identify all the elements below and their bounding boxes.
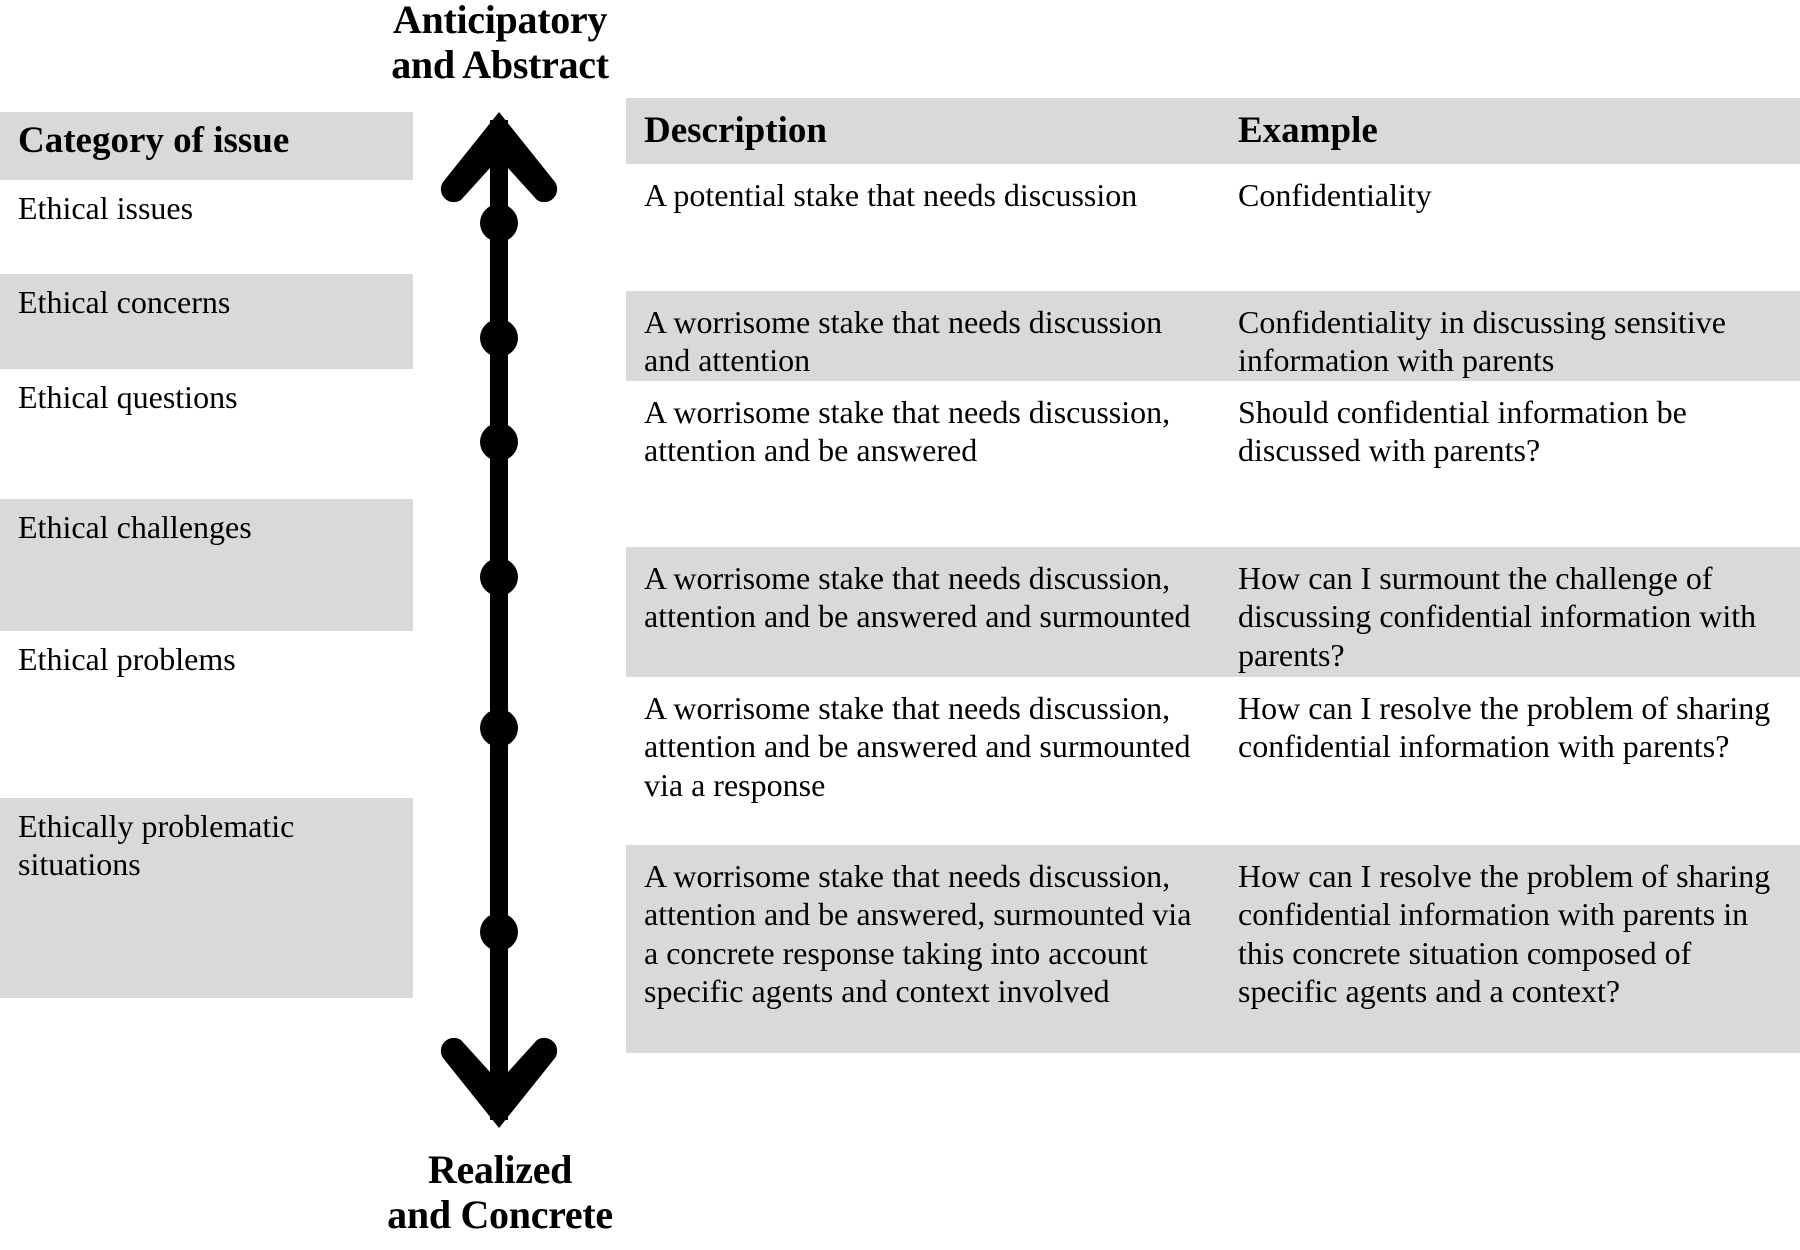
category-column: Category of issue Ethical issues Ethical… bbox=[0, 112, 413, 998]
category-row-label: Ethical challenges bbox=[18, 509, 252, 545]
cell-description: A potential stake that needs discussion bbox=[644, 177, 1138, 213]
category-row-label: Ethical problems bbox=[18, 641, 236, 677]
continuum-node bbox=[480, 913, 518, 951]
continuum-node bbox=[480, 204, 518, 242]
cell-example: How can I resolve the problem of sharing… bbox=[1238, 858, 1771, 1010]
category-row-label: Ethical concerns bbox=[18, 284, 231, 320]
axis-label-top: Anticipatory and Abstract bbox=[240, 0, 760, 88]
axis-label-top-line1: Anticipatory bbox=[392, 0, 608, 42]
table-row[interactable]: A worrisome stake that needs discussion,… bbox=[626, 381, 1800, 547]
category-row-label: Ethically problematic situations bbox=[18, 808, 295, 882]
category-row-ethical-questions[interactable]: Ethical questions bbox=[0, 369, 413, 499]
category-row-ethical-issues[interactable]: Ethical issues bbox=[0, 180, 413, 274]
category-row-ethical-problems[interactable]: Ethical problems bbox=[0, 631, 413, 798]
axis-label-top-line2: and Abstract bbox=[391, 41, 609, 87]
cell-example: Should confidential information be discu… bbox=[1238, 394, 1687, 469]
cell-example: How can I resolve the problem of sharing… bbox=[1238, 690, 1771, 765]
category-row-ethical-challenges[interactable]: Ethical challenges bbox=[0, 499, 413, 631]
table-row[interactable]: A worrisome stake that needs discussion,… bbox=[626, 677, 1800, 845]
table-row[interactable]: A worrisome stake that needs discussion,… bbox=[626, 845, 1800, 1053]
continuum-node bbox=[480, 558, 518, 596]
category-column-header-label: Category of issue bbox=[18, 120, 290, 161]
category-row-label: Ethical issues bbox=[18, 190, 194, 226]
cell-description: A worrisome stake that needs discussion,… bbox=[644, 560, 1191, 635]
continuum-node bbox=[480, 319, 518, 357]
axis-label-bottom-line2: and Concrete bbox=[387, 1191, 613, 1237]
continuum-node bbox=[480, 423, 518, 461]
continuum-node bbox=[480, 709, 518, 747]
table-row[interactable]: A worrisome stake that needs discussion … bbox=[626, 291, 1800, 381]
category-row-ethically-problematic-situations[interactable]: Ethically problematic situations bbox=[0, 798, 413, 998]
double-headed-arrow-icon bbox=[440, 112, 558, 1128]
axis-label-bottom-line1: Realized bbox=[427, 1147, 573, 1192]
column-header-example: Example bbox=[1238, 110, 1378, 151]
continuum-axis-arrow bbox=[400, 100, 600, 1140]
cell-description: A worrisome stake that needs discussion,… bbox=[644, 690, 1191, 803]
column-header-description: Description bbox=[644, 110, 827, 151]
cell-description: A worrisome stake that needs discussion,… bbox=[644, 858, 1192, 1010]
category-row-label: Ethical questions bbox=[18, 379, 238, 415]
axis-label-bottom: Realized and Concrete bbox=[240, 1147, 760, 1238]
cell-example: Confidentiality bbox=[1238, 177, 1432, 213]
table-header-row: Description Example bbox=[626, 98, 1800, 164]
category-row-ethical-concerns[interactable]: Ethical concerns bbox=[0, 274, 413, 369]
cell-description: A worrisome stake that needs discussion … bbox=[644, 304, 1163, 379]
cell-description: A worrisome stake that needs discussion,… bbox=[644, 394, 1171, 469]
description-example-table: Description Example A potential stake th… bbox=[626, 98, 1800, 1053]
table-row[interactable]: A potential stake that needs discussion … bbox=[626, 164, 1800, 291]
cell-example: How can I surmount the challenge of disc… bbox=[1238, 560, 1757, 673]
cell-example: Confidentiality in discussing sensitive … bbox=[1238, 304, 1726, 379]
category-column-header: Category of issue bbox=[0, 112, 413, 180]
table-row[interactable]: A worrisome stake that needs discussion,… bbox=[626, 547, 1800, 677]
